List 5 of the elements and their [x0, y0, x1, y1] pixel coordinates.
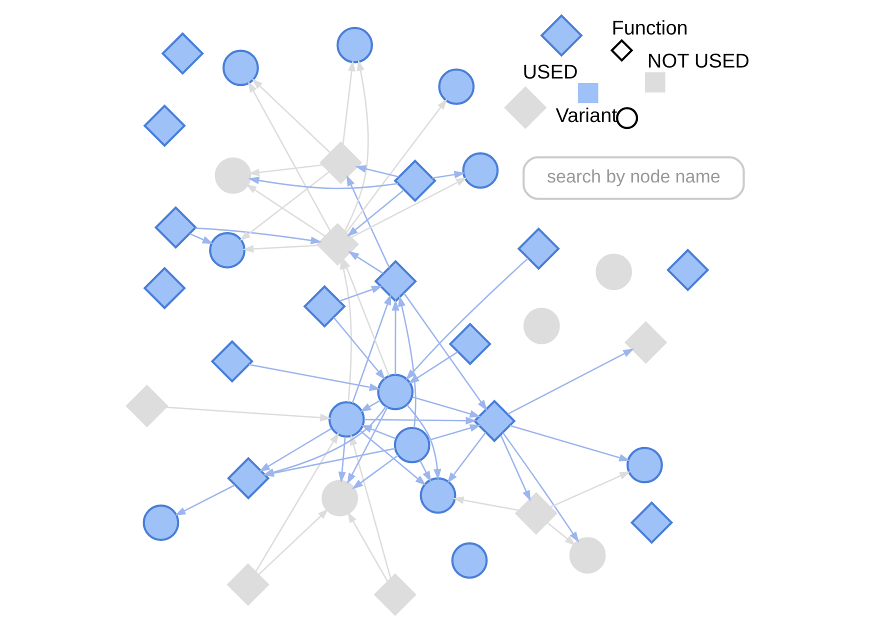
label: search by node name — [546, 166, 720, 187]
legend-label: Function — [611, 18, 688, 40]
legend-label: USED — [522, 61, 578, 84]
legend-label: NOT USED — [646, 50, 750, 73]
legend-label: Variant — [555, 105, 617, 128]
